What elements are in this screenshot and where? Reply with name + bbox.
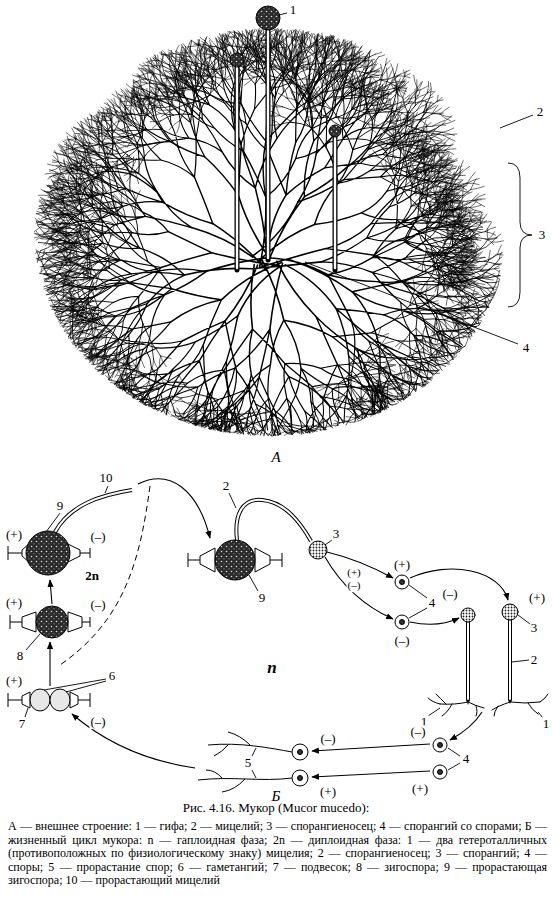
callout-number: 7 <box>18 717 27 731</box>
hypha <box>34 28 503 436</box>
callout-number: 6 <box>108 669 117 683</box>
germinating-zygospore-left <box>8 490 132 575</box>
callout-number: 1 <box>542 717 551 731</box>
mating-sign: (–) <box>89 530 106 544</box>
hypha <box>68 67 476 435</box>
mating-sign: (–) <box>89 598 106 612</box>
mating-sign: (+) <box>393 558 411 572</box>
leader-lines-a <box>279 13 533 344</box>
mating-sign: (–) <box>89 715 106 729</box>
callout-number: 2 <box>222 479 231 493</box>
callout-number: 9 <box>56 499 65 513</box>
mating-sign: (–) <box>441 587 458 601</box>
callout-number: 3 <box>530 621 539 635</box>
part-letter: А <box>270 450 281 466</box>
sporangia <box>230 6 341 137</box>
mating-sign: (+) <box>319 785 337 799</box>
callout-number: 4 <box>428 596 437 610</box>
zygospore <box>10 606 90 638</box>
bracket <box>508 163 532 307</box>
hypha <box>38 29 501 436</box>
callout-number: 2 <box>536 105 545 119</box>
heterothallic-mycelia <box>428 604 548 716</box>
callout-number: 3 <box>538 228 547 242</box>
callout-number: 3 <box>332 527 341 541</box>
callout-number: 9 <box>258 591 267 605</box>
mating-sign: (+) <box>5 528 23 542</box>
gametangia <box>8 689 90 711</box>
caption-legend: А — внешнее строение: 1 — гифа; 2 — мице… <box>7 820 548 888</box>
callout-number: 4 <box>522 341 531 355</box>
germinating-zygospore-right <box>188 500 327 580</box>
mating-sign: (–) <box>409 725 426 739</box>
mycelium <box>34 28 503 436</box>
mating-sign: (+) <box>5 596 23 610</box>
mating-sign: (–) <box>319 732 336 746</box>
phase-label: 2n <box>84 569 100 583</box>
sporangiophores <box>237 29 335 270</box>
callout-number: 4 <box>462 752 471 766</box>
cycle-arrows <box>50 479 508 777</box>
callout-number: 8 <box>16 649 25 663</box>
hypha <box>46 40 500 436</box>
mating-sign: (–) <box>347 580 362 592</box>
mating-sign: (+) <box>346 567 362 579</box>
callout-number: 2 <box>530 653 539 667</box>
callout-number: 5 <box>244 756 253 770</box>
callout-number: 1 <box>289 3 298 17</box>
hypha <box>96 96 446 412</box>
spores <box>395 575 447 779</box>
figure-caption: Рис. 4.16. Мукор (Mucor mucedo): <box>182 801 371 815</box>
mating-sign: (+) <box>528 591 546 605</box>
callout-number: 10 <box>99 471 114 485</box>
phase-label: n <box>266 659 277 677</box>
mating-sign: (–) <box>393 634 410 648</box>
germinating-spores <box>198 732 308 792</box>
mating-sign: (+) <box>411 782 429 796</box>
mating-sign: (+) <box>5 674 23 688</box>
leader-lines-b <box>25 486 543 778</box>
